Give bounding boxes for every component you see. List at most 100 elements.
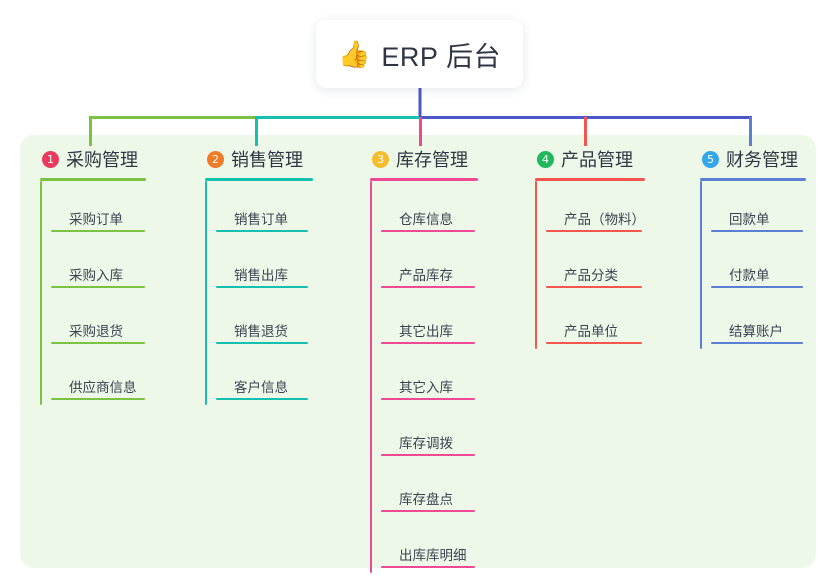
list-item[interactable]: 销售退货 xyxy=(216,293,313,349)
column-spine xyxy=(205,181,207,405)
column-header-rule xyxy=(40,178,146,181)
list-item-label: 仓库信息 xyxy=(399,212,453,227)
column-header-3[interactable]: 3 库存管理 xyxy=(370,146,480,172)
list-item-label: 销售出库 xyxy=(234,268,288,283)
list-item-rule xyxy=(546,342,642,344)
list-item[interactable]: 回款单 xyxy=(711,181,808,237)
list-item[interactable]: 付款单 xyxy=(711,237,808,293)
list-item[interactable]: 出库库明细 xyxy=(381,517,480,573)
list-item-label: 回款单 xyxy=(729,212,770,227)
list-item[interactable]: 销售出库 xyxy=(216,237,313,293)
column-spine xyxy=(40,181,42,405)
list-item[interactable]: 其它入库 xyxy=(381,349,480,405)
list-item-rule xyxy=(216,398,308,400)
number-badge-icon: 3 xyxy=(372,150,389,168)
list-item-label: 出库库明细 xyxy=(399,548,467,563)
list-item[interactable]: 采购入库 xyxy=(51,237,150,293)
thumbs-up-icon: 👍 xyxy=(338,39,371,69)
list-item-label: 采购订单 xyxy=(69,212,123,227)
list-item[interactable]: 结算账户 xyxy=(711,293,808,349)
list-item[interactable]: 采购退货 xyxy=(51,293,150,349)
list-item-label: 客户信息 xyxy=(234,380,288,395)
list-item[interactable]: 产品分类 xyxy=(546,237,647,293)
column-spine xyxy=(700,181,702,349)
column-header-rule xyxy=(700,178,806,181)
list-item[interactable]: 销售订单 xyxy=(216,181,313,237)
column-2: 2 销售管理销售订单销售出库销售退货客户信息 xyxy=(205,146,313,405)
list-item-label: 销售订单 xyxy=(234,212,288,227)
list-item-rule xyxy=(381,510,475,512)
list-item-rule xyxy=(51,342,145,344)
root-title: ERP 后台 xyxy=(381,41,501,72)
list-item[interactable]: 采购订单 xyxy=(51,181,150,237)
column-items: 销售订单销售出库销售退货客户信息 xyxy=(205,181,313,405)
list-item-label: 产品（物料） xyxy=(564,212,645,227)
list-item-rule xyxy=(711,230,803,232)
list-item-label: 供应商信息 xyxy=(69,380,137,395)
column-header-rule xyxy=(205,178,313,181)
list-item-rule xyxy=(546,286,642,288)
list-item-label: 产品单位 xyxy=(564,324,618,339)
column-header-5[interactable]: 5 财务管理 xyxy=(700,146,808,172)
column-title: 采购管理 xyxy=(66,150,138,170)
list-item-label: 库存调拨 xyxy=(399,436,453,451)
diagram-background-panel xyxy=(20,135,816,568)
number-badge-icon: 5 xyxy=(702,150,719,168)
column-5: 5 财务管理回款单付款单结算账户 xyxy=(700,146,808,349)
column-items: 仓库信息产品库存其它出库其它入库库存调拨库存盘点出库库明细 xyxy=(370,181,480,573)
column-items: 产品（物料） 产品分类产品单位 xyxy=(535,181,647,349)
list-item-rule xyxy=(546,230,642,232)
list-item-rule xyxy=(216,230,308,232)
list-item-rule xyxy=(381,398,475,400)
column-header-rule xyxy=(370,178,478,181)
list-item-rule xyxy=(216,286,308,288)
column-items: 回款单付款单结算账户 xyxy=(700,181,808,349)
root-node[interactable]: 👍 ERP 后台 xyxy=(316,20,523,88)
list-item-rule xyxy=(381,566,475,568)
column-3: 3 库存管理仓库信息产品库存其它出库其它入库库存调拨库存盘点出库库明细 xyxy=(370,146,480,573)
list-item[interactable]: 仓库信息 xyxy=(381,181,480,237)
list-item-label: 采购退货 xyxy=(69,324,123,339)
list-item[interactable]: 产品单位 xyxy=(546,293,647,349)
column-items: 采购订单采购入库采购退货供应商信息 xyxy=(40,181,150,405)
number-badge-icon: 2 xyxy=(207,150,224,168)
list-item-label: 付款单 xyxy=(729,268,770,283)
list-item-label: 库存盘点 xyxy=(399,492,453,507)
list-item-rule xyxy=(381,454,475,456)
list-item-label: 其它出库 xyxy=(399,324,453,339)
column-1: 1 采购管理采购订单采购入库采购退货供应商信息 xyxy=(40,146,150,405)
number-badge-icon: 4 xyxy=(537,150,554,168)
list-item[interactable]: 供应商信息 xyxy=(51,349,150,405)
list-item-rule xyxy=(381,286,475,288)
list-item-label: 结算账户 xyxy=(729,324,783,339)
list-item[interactable]: 客户信息 xyxy=(216,349,313,405)
list-item[interactable]: 库存盘点 xyxy=(381,461,480,517)
list-item-label: 产品分类 xyxy=(564,268,618,283)
list-item-label: 产品库存 xyxy=(399,268,453,283)
list-item[interactable]: 库存调拨 xyxy=(381,405,480,461)
column-title: 财务管理 xyxy=(726,150,798,170)
list-item-rule xyxy=(381,230,475,232)
column-spine xyxy=(535,181,537,349)
list-item[interactable]: 产品库存 xyxy=(381,237,480,293)
column-header-1[interactable]: 1 采购管理 xyxy=(40,146,150,172)
number-badge-icon: 1 xyxy=(42,150,59,168)
list-item-rule xyxy=(51,230,145,232)
list-item-label: 其它入库 xyxy=(399,380,453,395)
list-item[interactable]: 其它出库 xyxy=(381,293,480,349)
column-spine xyxy=(370,181,372,573)
list-item-label: 采购入库 xyxy=(69,268,123,283)
list-item-rule xyxy=(51,286,145,288)
column-title: 库存管理 xyxy=(396,150,468,170)
list-item-rule xyxy=(711,286,803,288)
column-title: 销售管理 xyxy=(231,150,303,170)
list-item-rule xyxy=(216,342,308,344)
list-item-rule xyxy=(51,398,145,400)
list-item[interactable]: 产品（物料） xyxy=(546,181,647,237)
list-item-rule xyxy=(711,342,803,344)
column-header-rule xyxy=(535,178,645,181)
column-header-2[interactable]: 2 销售管理 xyxy=(205,146,313,172)
